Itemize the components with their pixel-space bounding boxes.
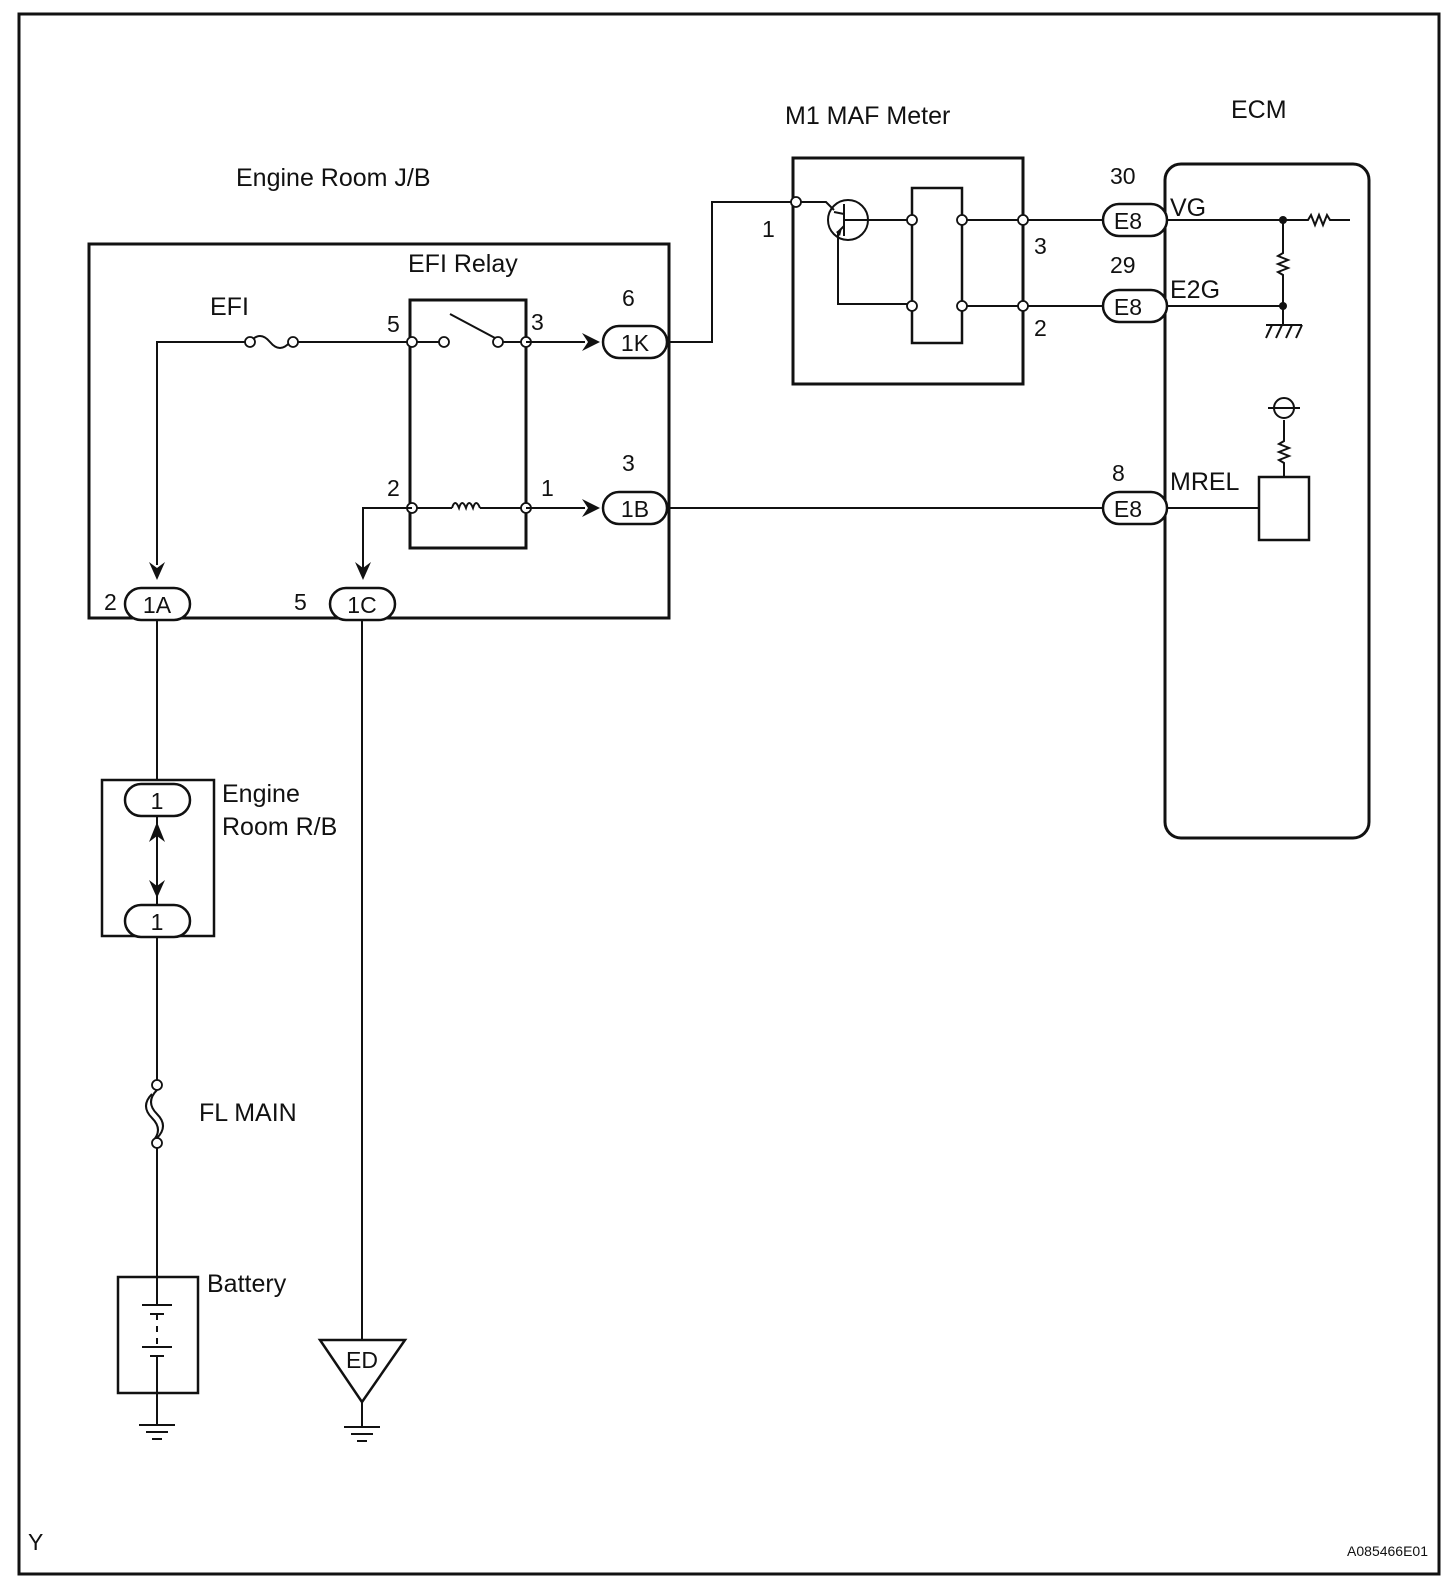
- ecm-mrel-driver-icon: [1167, 397, 1311, 542]
- diagram-frame: [17, 12, 1441, 1576]
- connector-1c-pin: 5: [294, 589, 307, 615]
- maf-pin-3-dot: [1017, 214, 1029, 226]
- arrow-rb-down-icon: [149, 880, 165, 898]
- arrow-1b-icon: [582, 499, 600, 517]
- relay-pin-3: 3: [531, 309, 544, 335]
- efi-relay-label: EFI Relay: [408, 250, 518, 278]
- maf-sensing-element: [910, 186, 964, 345]
- efi-fuse-label: EFI: [210, 293, 249, 321]
- ecm-chassis-ground-icon: [1265, 324, 1303, 339]
- arrow-1a-icon: [149, 562, 165, 580]
- ecm-box: [1163, 162, 1371, 840]
- ground-ed-label: ED: [346, 1347, 378, 1373]
- maf-pin-2: 2: [1034, 315, 1047, 341]
- relay-pin-5: 5: [387, 311, 400, 337]
- maf-element-dot-4: [956, 300, 968, 312]
- maf-meter-label: M1 MAF Meter: [785, 102, 950, 130]
- engine-room-rb-label-2: Room R/B: [222, 813, 337, 841]
- ecm-label: ECM: [1231, 96, 1287, 124]
- figure-id: A085466E01: [1347, 1543, 1428, 1559]
- connector-1b-label: 1B: [621, 496, 649, 522]
- connector-1b-pin: 3: [622, 450, 635, 476]
- ecm-terminal-e2g: E2G: [1170, 276, 1220, 304]
- connector-e8-vg-label: E8: [1114, 208, 1142, 234]
- fl-main-label: FL MAIN: [199, 1099, 297, 1127]
- connector-1a-label: 1A: [143, 592, 172, 618]
- ecm-pin-vg: 30: [1110, 163, 1136, 189]
- connector-rb-top-label: 1: [151, 788, 164, 814]
- maf-element-dot-3: [906, 300, 918, 312]
- wire-1a-efi-fuse: [156, 341, 245, 565]
- maf-pin-1: 1: [762, 216, 775, 242]
- efi-fuse-icon: [244, 335, 299, 349]
- wire-relay-2-1c: [362, 507, 412, 568]
- connector-e8-e2g-label: E8: [1114, 294, 1142, 320]
- sheet-code: Y: [28, 1529, 43, 1555]
- arrow-1k-icon: [582, 333, 600, 351]
- ecm-terminal-vg: VG: [1170, 194, 1206, 222]
- connector-1a-pin: 2: [104, 589, 117, 615]
- efi-relay-box: [408, 298, 528, 550]
- ecm-terminal-mrel: MREL: [1170, 468, 1240, 496]
- connector-1c-label: 1C: [347, 592, 376, 618]
- ground-ed-triangle-icon: [317, 1338, 408, 1405]
- relay-coil-icon: [406, 502, 532, 514]
- ecm-pin-e2g: 29: [1110, 252, 1136, 278]
- relay-pin-2: 2: [387, 475, 400, 501]
- maf-transistor-icon: [801, 199, 912, 305]
- fl-main-fusible-link-icon: [145, 1079, 164, 1149]
- connector-1k-label: 1K: [621, 330, 650, 356]
- maf-element-dot-2: [956, 214, 968, 226]
- engine-room-jb-box: [87, 242, 671, 620]
- connector-e8-mrel-label: E8: [1114, 496, 1142, 522]
- ecm-pin-mrel: 8: [1112, 460, 1125, 486]
- engine-room-rb-label-1: Engine: [222, 780, 300, 808]
- ecm-vg-circuit: [1167, 212, 1350, 325]
- maf-pin-1-dot: [790, 196, 802, 208]
- engine-room-jb-label: Engine Room J/B: [236, 164, 431, 192]
- wire-1k-maf-1: [667, 201, 796, 343]
- maf-element-dot-1: [906, 214, 918, 226]
- relay-pin-1: 1: [541, 475, 554, 501]
- maf-pin-2-dot: [1017, 300, 1029, 312]
- battery-ground-icon: [139, 1424, 175, 1440]
- connector-1k-pin: 6: [622, 285, 635, 311]
- relay-switch-icon: [406, 313, 532, 348]
- battery-label: Battery: [207, 1270, 287, 1298]
- ed-ground-icon: [344, 1426, 380, 1442]
- arrow-1c-icon: [355, 562, 371, 580]
- arrow-rb-up-icon: [149, 822, 165, 842]
- maf-meter-box: [791, 156, 1025, 386]
- battery-icon: [142, 1277, 172, 1393]
- connector-rb-bottom-label: 1: [151, 909, 164, 935]
- maf-pin-3: 3: [1034, 233, 1047, 259]
